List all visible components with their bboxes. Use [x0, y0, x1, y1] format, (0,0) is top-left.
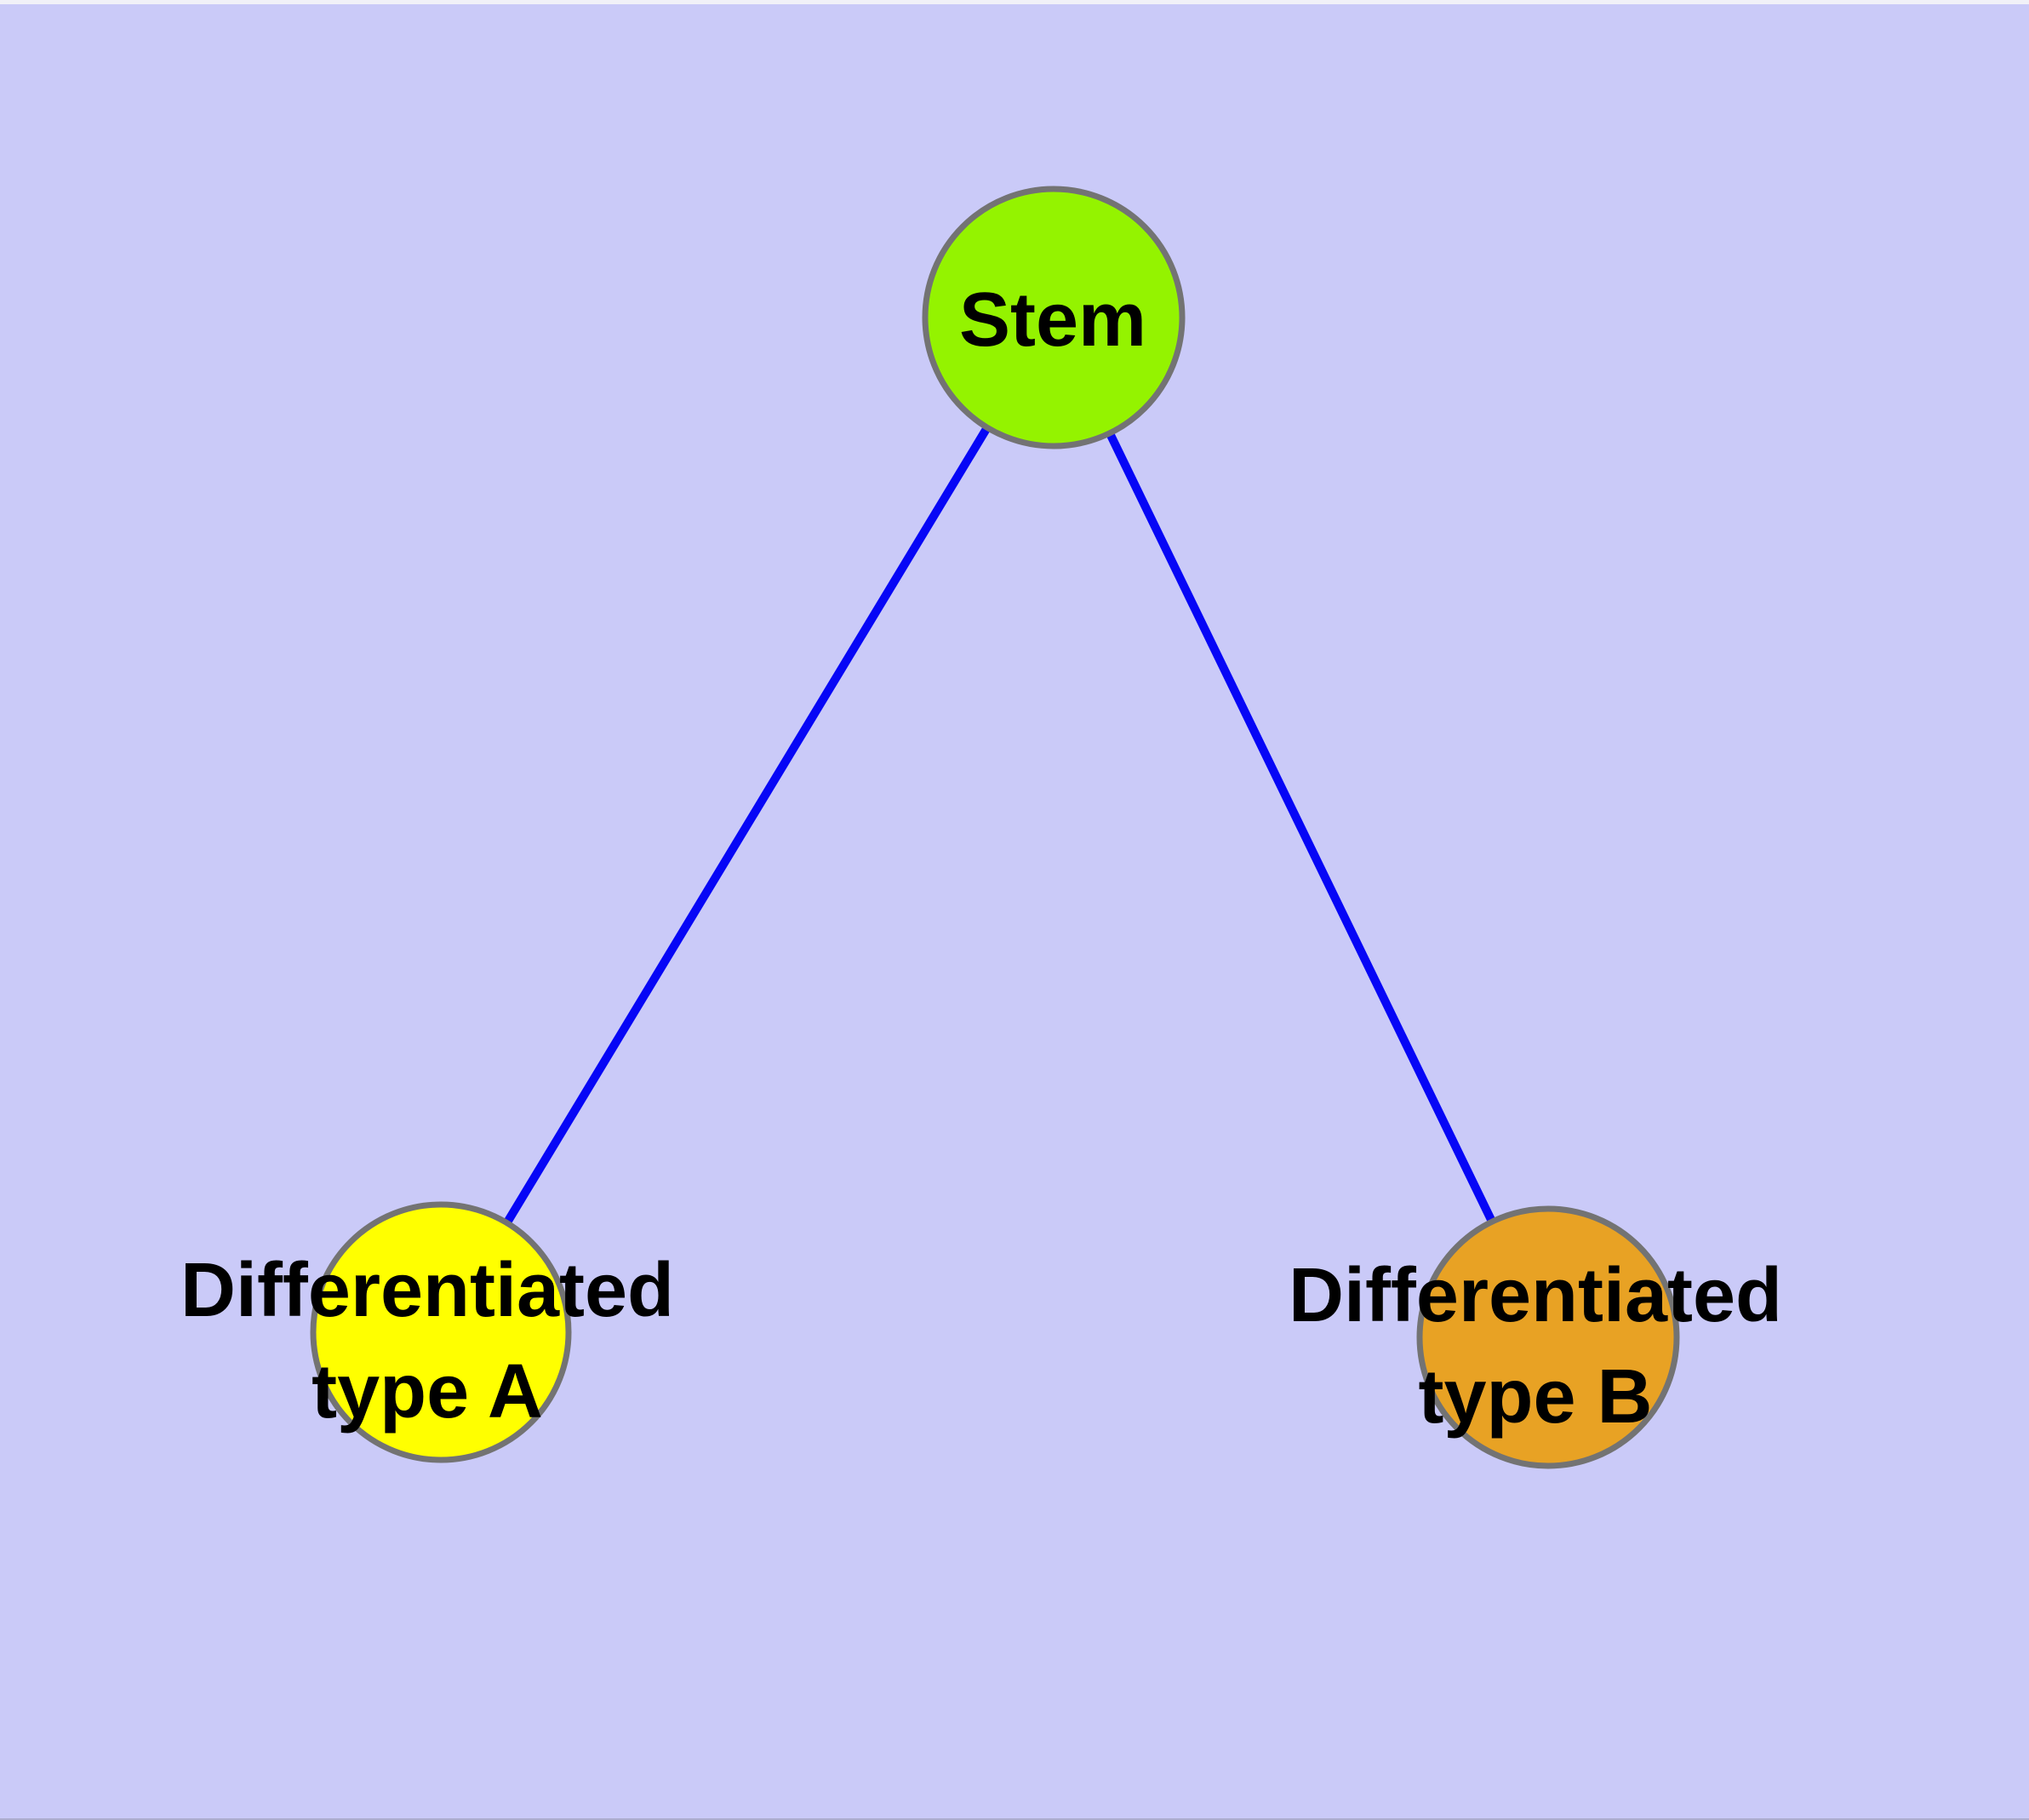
node-label-stem: Stem	[959, 278, 1146, 363]
node-stem[interactable]	[922, 186, 1186, 449]
node-differentiated-type-a[interactable]	[310, 1201, 572, 1463]
bottom-border-strip	[0, 1818, 2029, 1820]
node-label-differentiated-type-a-line1: Differentiated	[180, 1248, 674, 1333]
node-label-differentiated-type-b-line2: type B	[1418, 1354, 1652, 1439]
node-label-differentiated-type-b-line1: Differentiated	[1289, 1253, 1782, 1338]
node-differentiated-type-b[interactable]	[1416, 1205, 1680, 1469]
edge-stem-to-differentiated-type-a[interactable]	[437, 315, 1058, 1335]
node-label-differentiated-type-a-line2: type A	[311, 1349, 543, 1434]
top-border-strip	[0, 0, 2029, 4]
edge-stem-to-differentiated-type-b[interactable]	[1049, 315, 1552, 1340]
